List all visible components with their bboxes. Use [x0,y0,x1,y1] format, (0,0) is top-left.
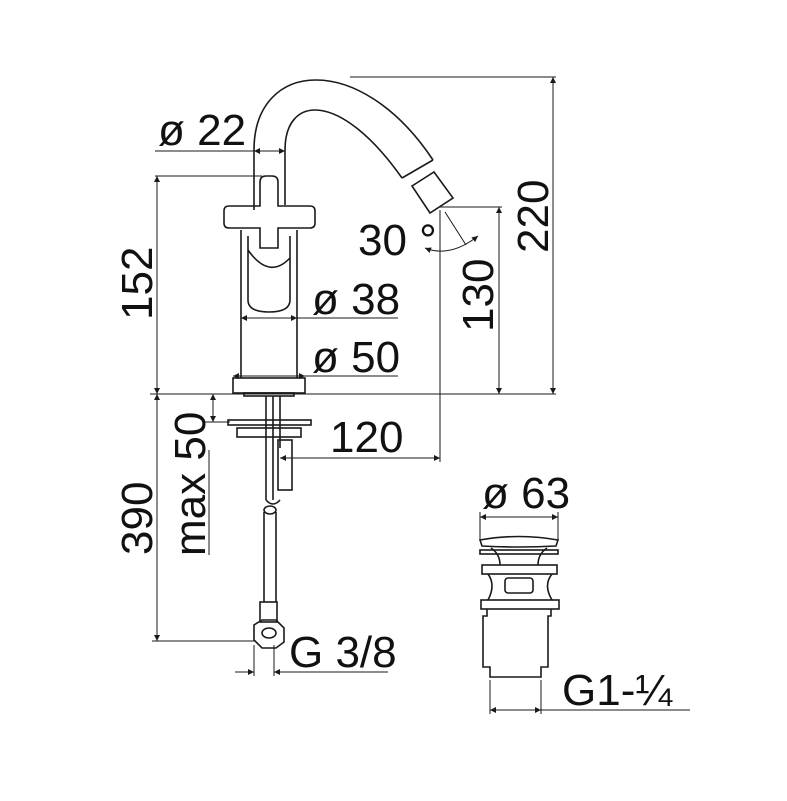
base-plate [232,377,306,394]
hose-length-label: 390 [113,482,162,555]
faucet-body [223,79,455,649]
spout-reach-label: 120 [330,413,403,462]
spout-diameter-label: ø 22 [158,106,246,155]
handle-height-label: 152 [113,247,162,320]
outlet-height-label: 130 [454,259,503,332]
hose [263,512,277,602]
drain-diameter-label: ø 63 [482,469,570,518]
spray-angle-label: 30 ° [358,216,437,265]
cross-handle [223,175,316,249]
drain-valve [478,512,690,714]
dimension-lines [150,76,556,676]
hose-connection-label: G 3/8 [289,628,397,677]
base-diameter-label: ø 50 [312,333,400,382]
hose-nut [253,619,285,649]
spout-nozzle [410,170,455,215]
drain-thread-label: G1-¼ [562,666,673,715]
total-height-label: 220 [509,180,558,253]
mounting-washer [227,419,312,426]
max-deck-thickness-label: max 50 [166,412,215,556]
body-diameter-label: ø 38 [312,275,400,324]
